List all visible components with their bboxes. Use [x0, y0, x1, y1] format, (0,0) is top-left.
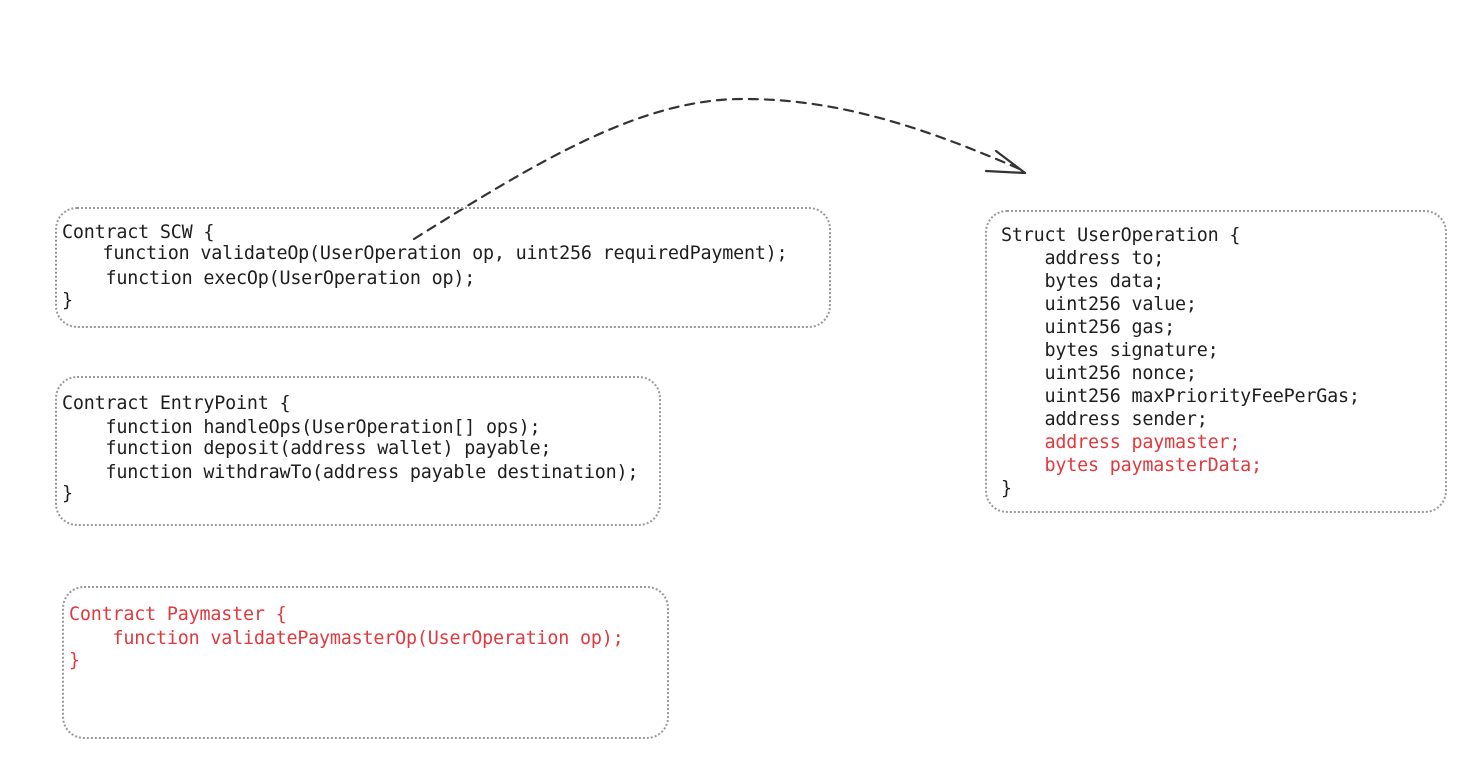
paymaster-line-0: Contract Paymaster { — [69, 604, 287, 625]
userop-line-0: Struct UserOperation { — [1001, 225, 1241, 246]
entrypoint-line-1: function handleOps(UserOperation[] ops); — [62, 417, 541, 438]
userop-line-2: bytes data; — [1001, 271, 1165, 292]
entrypoint-line-2: function deposit(address wallet) payable… — [62, 438, 552, 459]
paymaster-line-2: } — [69, 650, 80, 671]
struct-useroperation-box — [985, 210, 1447, 513]
scw-line-2: function execOp(UserOperation op); — [62, 268, 476, 289]
userop-line-1: address to; — [1001, 248, 1165, 269]
userop-line-9: address paymaster; — [1001, 432, 1241, 453]
userop-line-4: uint256 gas; — [1001, 317, 1175, 338]
scw-line-0: Contract SCW { — [62, 222, 215, 243]
scw-line-1: function validateOp(UserOperation op, ui… — [59, 243, 788, 264]
userop-line-8: address sender; — [1001, 409, 1208, 430]
contract-paymaster-box — [62, 586, 669, 739]
paymaster-line-1: function validatePaymasterOp(UserOperati… — [69, 628, 624, 649]
contract-entrypoint-box — [55, 376, 661, 526]
scw-line-3: } — [62, 290, 73, 311]
connector-arrow-path — [412, 97, 1024, 241]
arrowhead-icon — [984, 149, 1027, 175]
userop-line-5: bytes signature; — [1001, 340, 1219, 361]
userop-line-7: uint256 maxPriorityFeePerGas; — [1001, 386, 1360, 407]
userop-line-3: uint256 value; — [1001, 294, 1197, 315]
contract-scw-box — [55, 207, 831, 328]
userop-line-11: } — [1001, 478, 1012, 499]
entrypoint-line-4: } — [62, 483, 73, 504]
userop-line-6: uint256 nonce; — [1001, 363, 1197, 384]
entrypoint-line-0: Contract EntryPoint { — [62, 393, 291, 414]
userop-line-10: bytes paymasterData; — [1001, 455, 1262, 476]
entrypoint-line-3: function withdrawTo(address payable dest… — [62, 462, 639, 483]
